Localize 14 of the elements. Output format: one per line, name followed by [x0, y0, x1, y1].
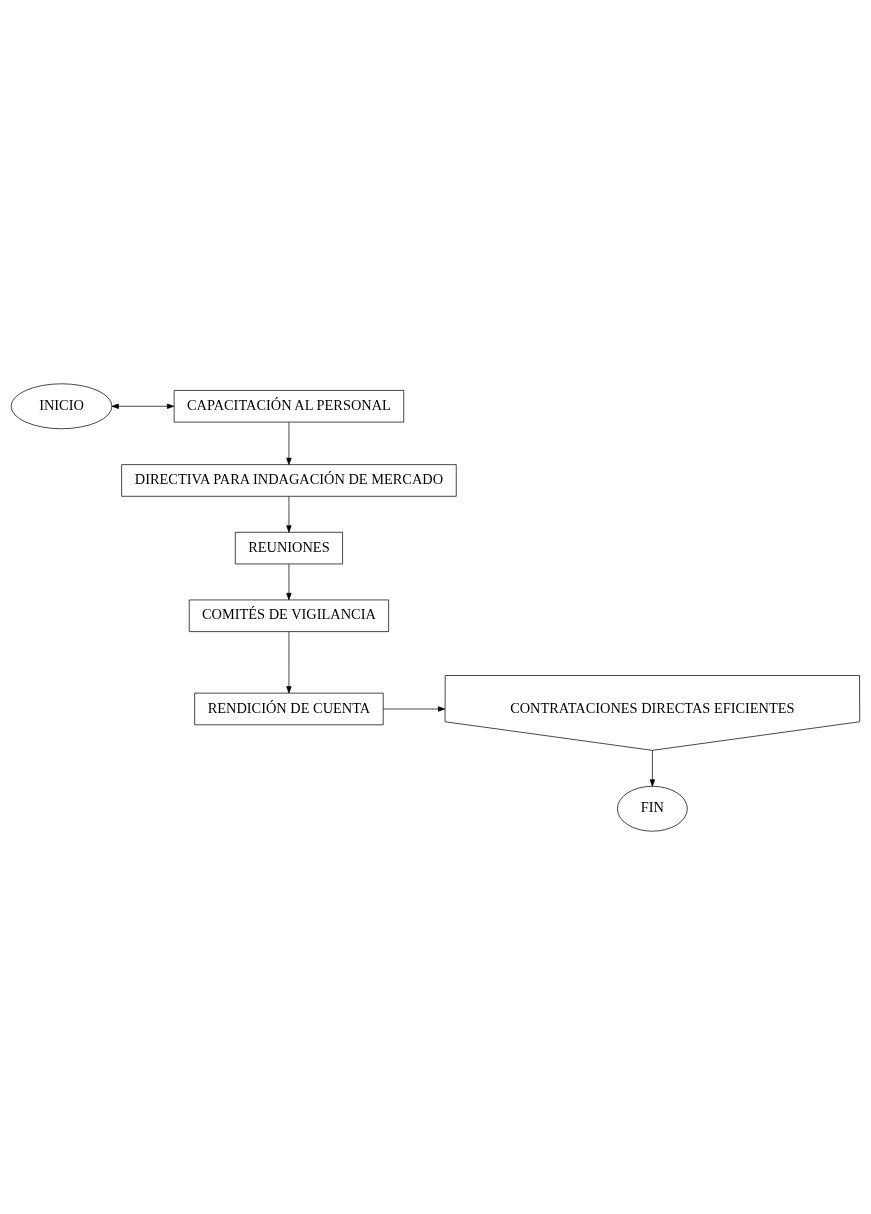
arrow — [383, 705, 446, 712]
arrow — [286, 421, 292, 465]
arrow — [111, 403, 175, 409]
node-box: REUNIONES — [234, 531, 343, 564]
node-ellipse: FIN — [617, 785, 688, 832]
node-box: DIRECTIVA PARA INDAGACIÓN DE MERCADO — [121, 463, 457, 497]
node-ellipse: INICIO — [10, 382, 113, 429]
arrow — [286, 563, 292, 600]
node-box: CAPACITACIÓN AL PERSONAL — [173, 389, 405, 422]
arrow — [286, 495, 292, 532]
node-box: COMITÉS DE VIGILANCIA — [188, 599, 389, 632]
node-box: RENDICIÓN DE CUENTA — [194, 692, 384, 725]
arrow — [286, 630, 292, 693]
arrow — [649, 749, 655, 787]
